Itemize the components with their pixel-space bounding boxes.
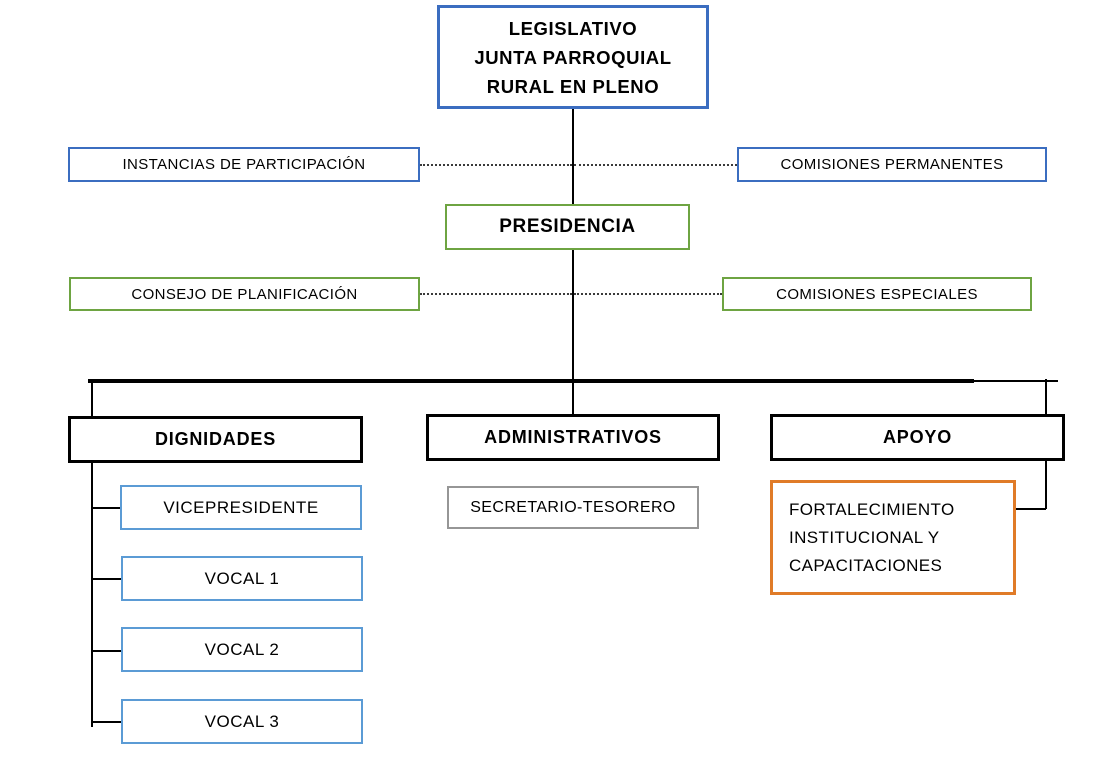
node-instancias-participacion-label: INSTANCIAS DE PARTICIPACIÓN <box>122 156 366 173</box>
node-apoyo[interactable]: APOYO <box>770 414 1065 461</box>
node-administrativos[interactable]: ADMINISTRATIVOS <box>426 414 720 461</box>
node-fortalecimiento-institucional-label: FORTALECIMIENTO INSTITUCIONAL Y CAPACITA… <box>789 499 955 575</box>
node-dignidades-label: DIGNIDADES <box>154 429 276 449</box>
node-comisiones-especiales-label: COMISIONES ESPECIALES <box>776 285 978 303</box>
node-vicepresidente[interactable]: VICEPRESIDENTE <box>120 485 362 530</box>
node-vocal-3[interactable]: VOCAL 3 <box>121 699 363 744</box>
connector-stub-vocal2 <box>91 650 122 652</box>
dotted-connector-instancias <box>420 164 572 166</box>
dotted-connector-consejo <box>420 293 572 295</box>
dotted-connector-comisiones-permanentes <box>574 164 737 166</box>
connector-presidencia-bar <box>572 250 574 382</box>
connector-stub-vicepresidente <box>91 507 121 509</box>
node-consejo-planificacion[interactable]: CONSEJO DE PLANIFICACIÓN <box>69 277 420 311</box>
node-dignidades[interactable]: DIGNIDADES <box>68 416 363 463</box>
node-administrativos-label: ADMINISTRATIVOS <box>484 427 662 447</box>
node-presidencia[interactable]: PRESIDENCIA <box>445 204 690 250</box>
node-fortalecimiento-institucional[interactable]: FORTALECIMIENTO INSTITUCIONAL Y CAPACITA… <box>770 480 1016 595</box>
node-vocal-1-label: VOCAL 1 <box>204 568 280 588</box>
node-vocal-3-label: VOCAL 3 <box>204 711 280 731</box>
connector-stub-vocal3 <box>91 721 122 723</box>
node-instancias-participacion[interactable]: INSTANCIAS DE PARTICIPACIÓN <box>68 147 420 182</box>
connector-dignidades-vocales-spine <box>91 461 93 727</box>
connector-legislativo-presidencia <box>572 109 574 204</box>
node-consejo-planificacion-label: CONSEJO DE PLANIFICACIÓN <box>131 285 358 303</box>
node-legislativo-label: LEGISLATIVO JUNTA PARROQUIAL RURAL EN PL… <box>474 17 672 97</box>
distribution-bar-extension <box>972 380 1058 382</box>
node-apoyo-label: APOYO <box>882 427 952 447</box>
node-secretario-tesorero[interactable]: SECRETARIO-TESORERO <box>447 486 699 529</box>
node-secretario-tesorero-label: SECRETARIO-TESORERO <box>470 498 676 516</box>
connector-bar-apoyo <box>1045 379 1047 417</box>
node-presidencia-label: PRESIDENCIA <box>499 216 636 237</box>
node-comisiones-especiales[interactable]: COMISIONES ESPECIALES <box>722 277 1032 311</box>
connector-apoyo-fortalecimiento-vert <box>1045 461 1047 509</box>
dotted-connector-comisiones-especiales <box>574 293 722 295</box>
connector-apoyo-fortalecimiento-horz <box>1015 508 1046 510</box>
node-vocal-2[interactable]: VOCAL 2 <box>121 627 363 672</box>
distribution-bar <box>88 379 974 383</box>
node-vocal-1[interactable]: VOCAL 1 <box>121 556 363 601</box>
connector-bar-dignidades <box>91 379 93 419</box>
connector-stub-vocal1 <box>91 578 122 580</box>
node-vocal-2-label: VOCAL 2 <box>204 639 280 659</box>
connector-bar-administrativos <box>572 379 574 417</box>
node-vicepresidente-label: VICEPRESIDENTE <box>163 497 319 517</box>
node-comisiones-permanentes-label: COMISIONES PERMANENTES <box>780 156 1004 173</box>
node-comisiones-permanentes[interactable]: COMISIONES PERMANENTES <box>737 147 1047 182</box>
node-legislativo[interactable]: LEGISLATIVO JUNTA PARROQUIAL RURAL EN PL… <box>437 5 709 109</box>
